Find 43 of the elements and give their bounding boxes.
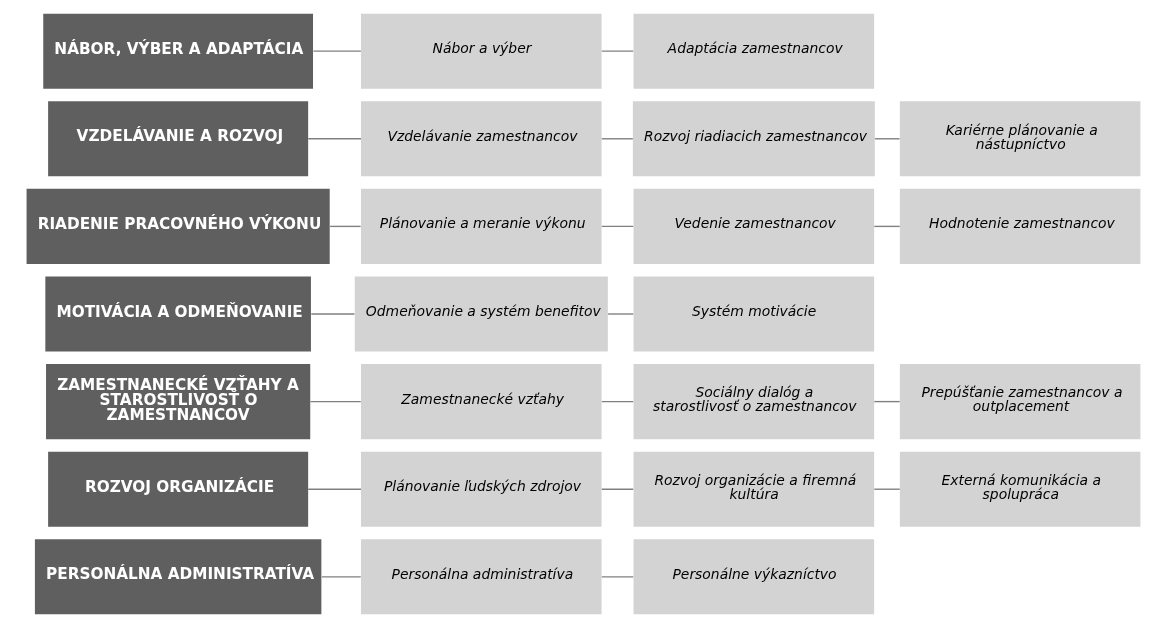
node-box: Plánovanie ľudských zdrojov <box>360 451 602 527</box>
node-box: Nábor a výber <box>360 13 602 89</box>
node-box: Prepúšťanie zamestnancov a outplacement <box>899 364 1140 440</box>
node-box: VZDELÁVANIE A ROZVOJ <box>47 101 308 177</box>
connector <box>307 488 362 490</box>
connector <box>307 138 362 140</box>
connector <box>312 50 362 52</box>
node-box: NÁBOR, VÝBER A ADAPTÁCIA <box>42 13 313 89</box>
connector <box>328 225 361 228</box>
connector <box>309 400 361 403</box>
node-box: Personálna administratíva <box>360 539 602 615</box>
node-box: Systém motivácie <box>633 276 874 352</box>
node-box: Adaptácia zamestnancov <box>633 13 874 89</box>
node-box: Kariérne plánovanie a nástupníctvo <box>899 101 1140 177</box>
connector <box>873 400 900 403</box>
node-box: Zamestnanecké vzťahy <box>360 364 602 440</box>
connector <box>600 138 634 140</box>
node-box: Personálne výkazníctvo <box>633 539 874 615</box>
node-box: Sociálny dialóg a starostlivosť o zamestnancov <box>633 364 874 440</box>
node-box: ZAMESTNANECKÉ VZŤAHY A STAROSTLIVOSŤ O ZAMESTNANCOV <box>45 364 310 440</box>
connector <box>600 50 634 52</box>
node-box: Rozvoj organizácie a firemná kultúra <box>633 451 874 527</box>
connector <box>873 138 900 140</box>
node-box: Hodnotenie zamestnancov <box>899 188 1140 264</box>
connector <box>600 400 634 403</box>
node-box: Vzdelávanie zamestnancov <box>360 101 602 177</box>
node-box: Externá komunikácia a spolupráca <box>899 451 1140 527</box>
node-box: Rozvoj riadiacich zamestnancov <box>632 101 875 177</box>
connector <box>873 488 900 490</box>
node-box: ROZVOJ ORGANIZÁCIE <box>47 451 308 527</box>
connector <box>600 576 634 578</box>
node-box: Odmeňovanie a systém benefitov <box>354 276 608 352</box>
connector <box>310 313 355 315</box>
connector <box>606 313 634 315</box>
node-box: MOTIVÁCIA A ODMEŇOVANIE <box>44 276 311 352</box>
node-box: RIADENIE PRACOVNÉHO VÝKONU <box>26 188 330 264</box>
connector <box>873 225 900 228</box>
connector <box>320 576 361 578</box>
node-box: Plánovanie a meranie výkonu <box>360 188 602 264</box>
node-box: PERSONÁLNA ADMINISTRATÍVA <box>34 539 321 615</box>
connector <box>600 225 634 228</box>
connector <box>600 488 634 490</box>
node-box: Vedenie zamestnancov <box>633 188 874 264</box>
